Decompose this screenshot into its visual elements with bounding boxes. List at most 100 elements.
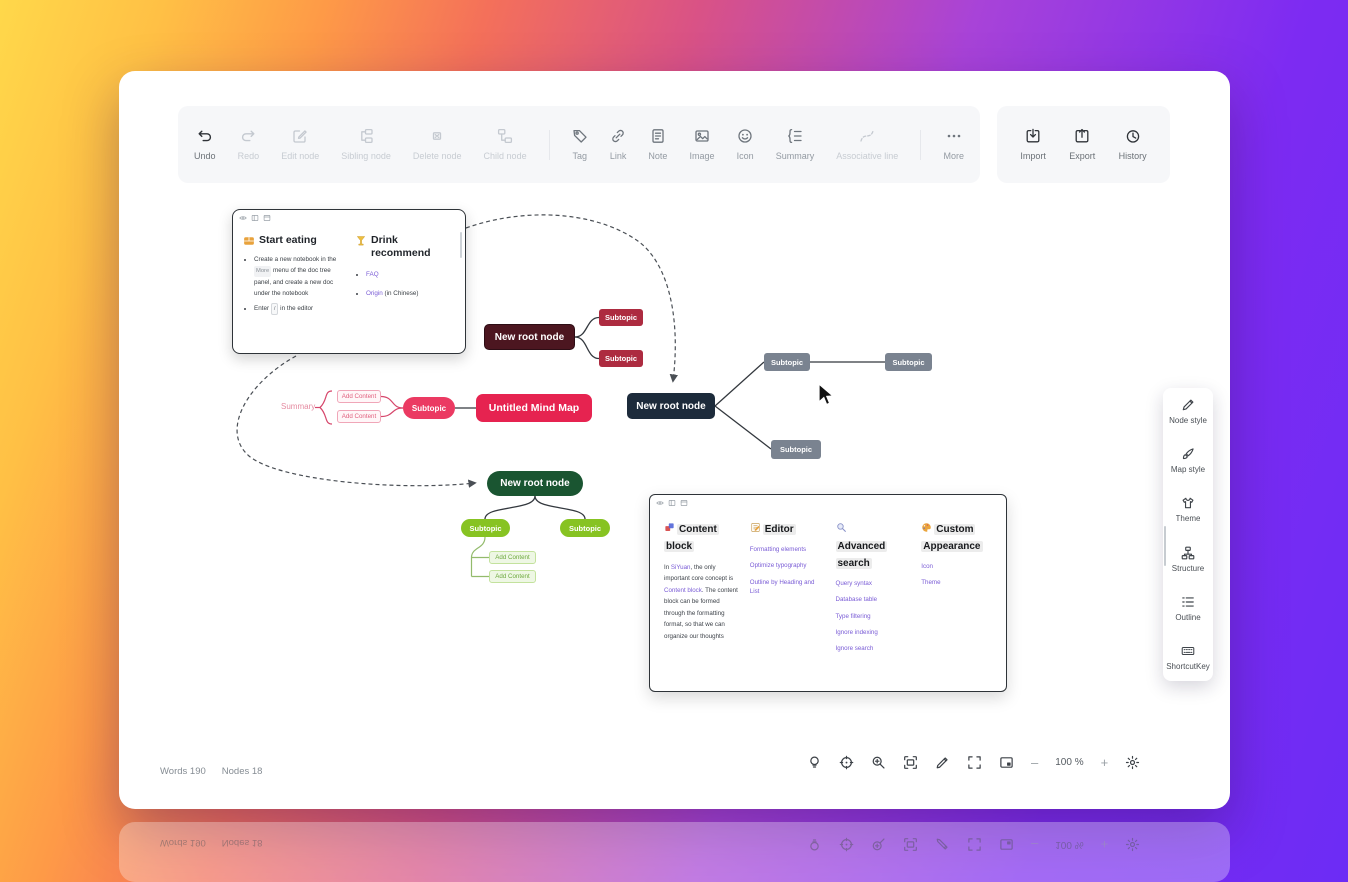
toolbar-button-link[interactable]: Link: [610, 128, 626, 161]
import-icon: [1025, 128, 1041, 144]
mindmap-node-pink-subtopic[interactable]: Subtopic: [403, 397, 455, 419]
structure-icon: [1181, 546, 1195, 560]
toolbar-button-image[interactable]: Image: [690, 128, 715, 161]
fullscreen-icon[interactable]: [967, 755, 982, 770]
note-icon: [650, 128, 666, 144]
toolbar-button-icon[interactable]: Icon: [737, 128, 754, 161]
toolbar-button-label: Export: [1069, 151, 1096, 161]
locate-center-icon[interactable]: [839, 755, 854, 770]
associative-line-icon: [859, 128, 875, 144]
content-block-link[interactable]: Content block: [664, 586, 702, 594]
toolbar-button-child-node[interactable]: Child node: [484, 128, 527, 161]
zoom-in-button[interactable]: +: [1100, 754, 1109, 770]
toolbar-button-export[interactable]: Export: [1069, 128, 1095, 161]
siyuan-link[interactable]: SiYuan: [670, 564, 691, 571]
sidebar-item-shortcutkey[interactable]: ShortcutKey: [1163, 644, 1213, 671]
eye-icon[interactable]: [656, 499, 664, 507]
mindmap-node-red-subtopic[interactable]: Subtopic: [599, 350, 643, 367]
sidebar-item-node-style[interactable]: Node style: [1163, 398, 1213, 425]
toolbar-button-undo[interactable]: Undo: [194, 128, 216, 161]
toolbar-file: Import Export History: [997, 106, 1170, 183]
canvas-controls: – 100 % +: [807, 751, 1140, 773]
doc-link[interactable]: Theme: [921, 579, 941, 587]
mindmap-node-gray-subtopic[interactable]: Subtopic: [771, 440, 821, 459]
add-content-chip[interactable]: Add Content: [489, 570, 536, 583]
mindmap-node-gray-subtopic[interactable]: Subtopic: [885, 353, 932, 371]
doc-link[interactable]: Outline by Heading and List: [749, 578, 815, 595]
lightbulb-icon[interactable]: [807, 755, 822, 770]
panel-icon[interactable]: [251, 214, 259, 222]
doc-link[interactable]: Ignore search: [835, 645, 874, 653]
toolbar-button-sibling-node[interactable]: Sibling node: [341, 128, 391, 161]
sidebar-item-theme[interactable]: Theme: [1163, 496, 1213, 523]
toolbar-button-note[interactable]: Note: [648, 128, 667, 161]
window-icon[interactable]: [680, 499, 688, 507]
add-content-chip[interactable]: Add Content: [337, 410, 381, 423]
mindmap-node-green-root[interactable]: New root node: [487, 471, 583, 496]
mindmap-node-green-subtopic[interactable]: Subtopic: [461, 519, 510, 537]
add-content-chip[interactable]: Add Content: [489, 551, 536, 564]
shirt-icon: [1181, 496, 1195, 510]
toolbar-main: Undo Redo Edit node Sibling node Delete …: [178, 106, 980, 183]
toolbar-button-redo[interactable]: Redo: [238, 128, 259, 161]
doc-link[interactable]: Database table: [835, 596, 878, 604]
doc-link[interactable]: Formatting elements: [749, 546, 807, 553]
mindmap-node-red-subtopic[interactable]: Subtopic: [599, 309, 643, 326]
window-reflection: Words 190 Nodes 18 – 100 % +: [119, 822, 1230, 882]
toolbar-button-edit-node[interactable]: Edit node: [281, 128, 319, 161]
pencil-icon[interactable]: [935, 755, 950, 770]
panel-icon[interactable]: [668, 499, 676, 507]
toolbar-button-tag[interactable]: Tag: [572, 128, 588, 161]
sidebar-item-map-style[interactable]: Map style: [1163, 447, 1213, 474]
doc-link[interactable]: Query syntax: [835, 580, 872, 587]
note-card-scrollbar[interactable]: [460, 232, 462, 258]
sidebar-scrollbar[interactable]: [1164, 526, 1166, 566]
toolbar-button-label: Image: [689, 151, 715, 161]
doc-link[interactable]: Optimize typography: [749, 562, 807, 570]
faq-link[interactable]: FAQ: [366, 271, 379, 279]
window-icon[interactable]: [263, 214, 271, 222]
origin-link[interactable]: Origin: [366, 290, 383, 298]
doc-link[interactable]: Ignore indexing: [835, 628, 878, 636]
toolbar-button-summary[interactable]: Summary: [775, 128, 815, 161]
toolbar-button-more[interactable]: More: [943, 128, 964, 161]
toolbar-button-delete-node[interactable]: Delete node: [413, 128, 461, 161]
toolbar-button-import[interactable]: Import: [1020, 128, 1046, 161]
eye-icon[interactable]: [239, 214, 247, 222]
toolbar-button-label: Summary: [775, 151, 815, 161]
toolbar-button-label: Child node: [483, 151, 527, 161]
mindmap-node-gray-subtopic[interactable]: Subtopic: [764, 353, 810, 371]
note-card-node[interactable]: Start eating Create a new notebook in th…: [232, 209, 466, 354]
nodes-count: Nodes 18: [221, 766, 263, 777]
mindmap-node-red-root[interactable]: New root node: [484, 324, 575, 350]
app-window: Undo Redo Edit node Sibling node Delete …: [119, 71, 1230, 809]
toolbar-separator: [920, 129, 922, 160]
note-column-drink: Drink recommend FAQ Origin (in Chinese): [355, 234, 457, 318]
doc-link[interactable]: Icon: [921, 563, 933, 570]
zoom-out-button[interactable]: –: [1031, 754, 1039, 770]
frame-select-icon[interactable]: [903, 755, 918, 770]
mindmap-node-navy-root[interactable]: New root node: [627, 393, 715, 419]
mindmap-node-pink-root[interactable]: Untitled Mind Map: [476, 394, 592, 422]
mindmap-canvas[interactable]: Start eating Create a new notebook in th…: [119, 71, 1230, 809]
zoom-search-icon[interactable]: [871, 755, 886, 770]
more-menu-chip: More: [254, 266, 272, 277]
settings-icon[interactable]: [1125, 755, 1140, 770]
toolbar-button-label: Tag: [572, 151, 587, 161]
doc-link[interactable]: Type filtering: [835, 612, 871, 620]
sidebar-item-outline[interactable]: Outline: [1163, 595, 1213, 622]
toolbar-button-associative-line[interactable]: Associative line: [836, 128, 898, 161]
sidebar-item-structure[interactable]: Structure: [1163, 546, 1213, 573]
status-counts: Words 190 Nodes 18: [160, 766, 262, 777]
minimap-icon[interactable]: [999, 755, 1014, 770]
toolbar-separator: [548, 129, 550, 160]
export-icon: [1074, 128, 1090, 144]
mindmap-node-green-subtopic[interactable]: Subtopic: [560, 519, 610, 537]
minimap-icon: [999, 837, 1014, 852]
add-content-chip[interactable]: Add Content: [337, 390, 381, 403]
summary-node-label[interactable]: Summary: [281, 402, 316, 411]
toolbar-button-history[interactable]: History: [1119, 128, 1147, 161]
